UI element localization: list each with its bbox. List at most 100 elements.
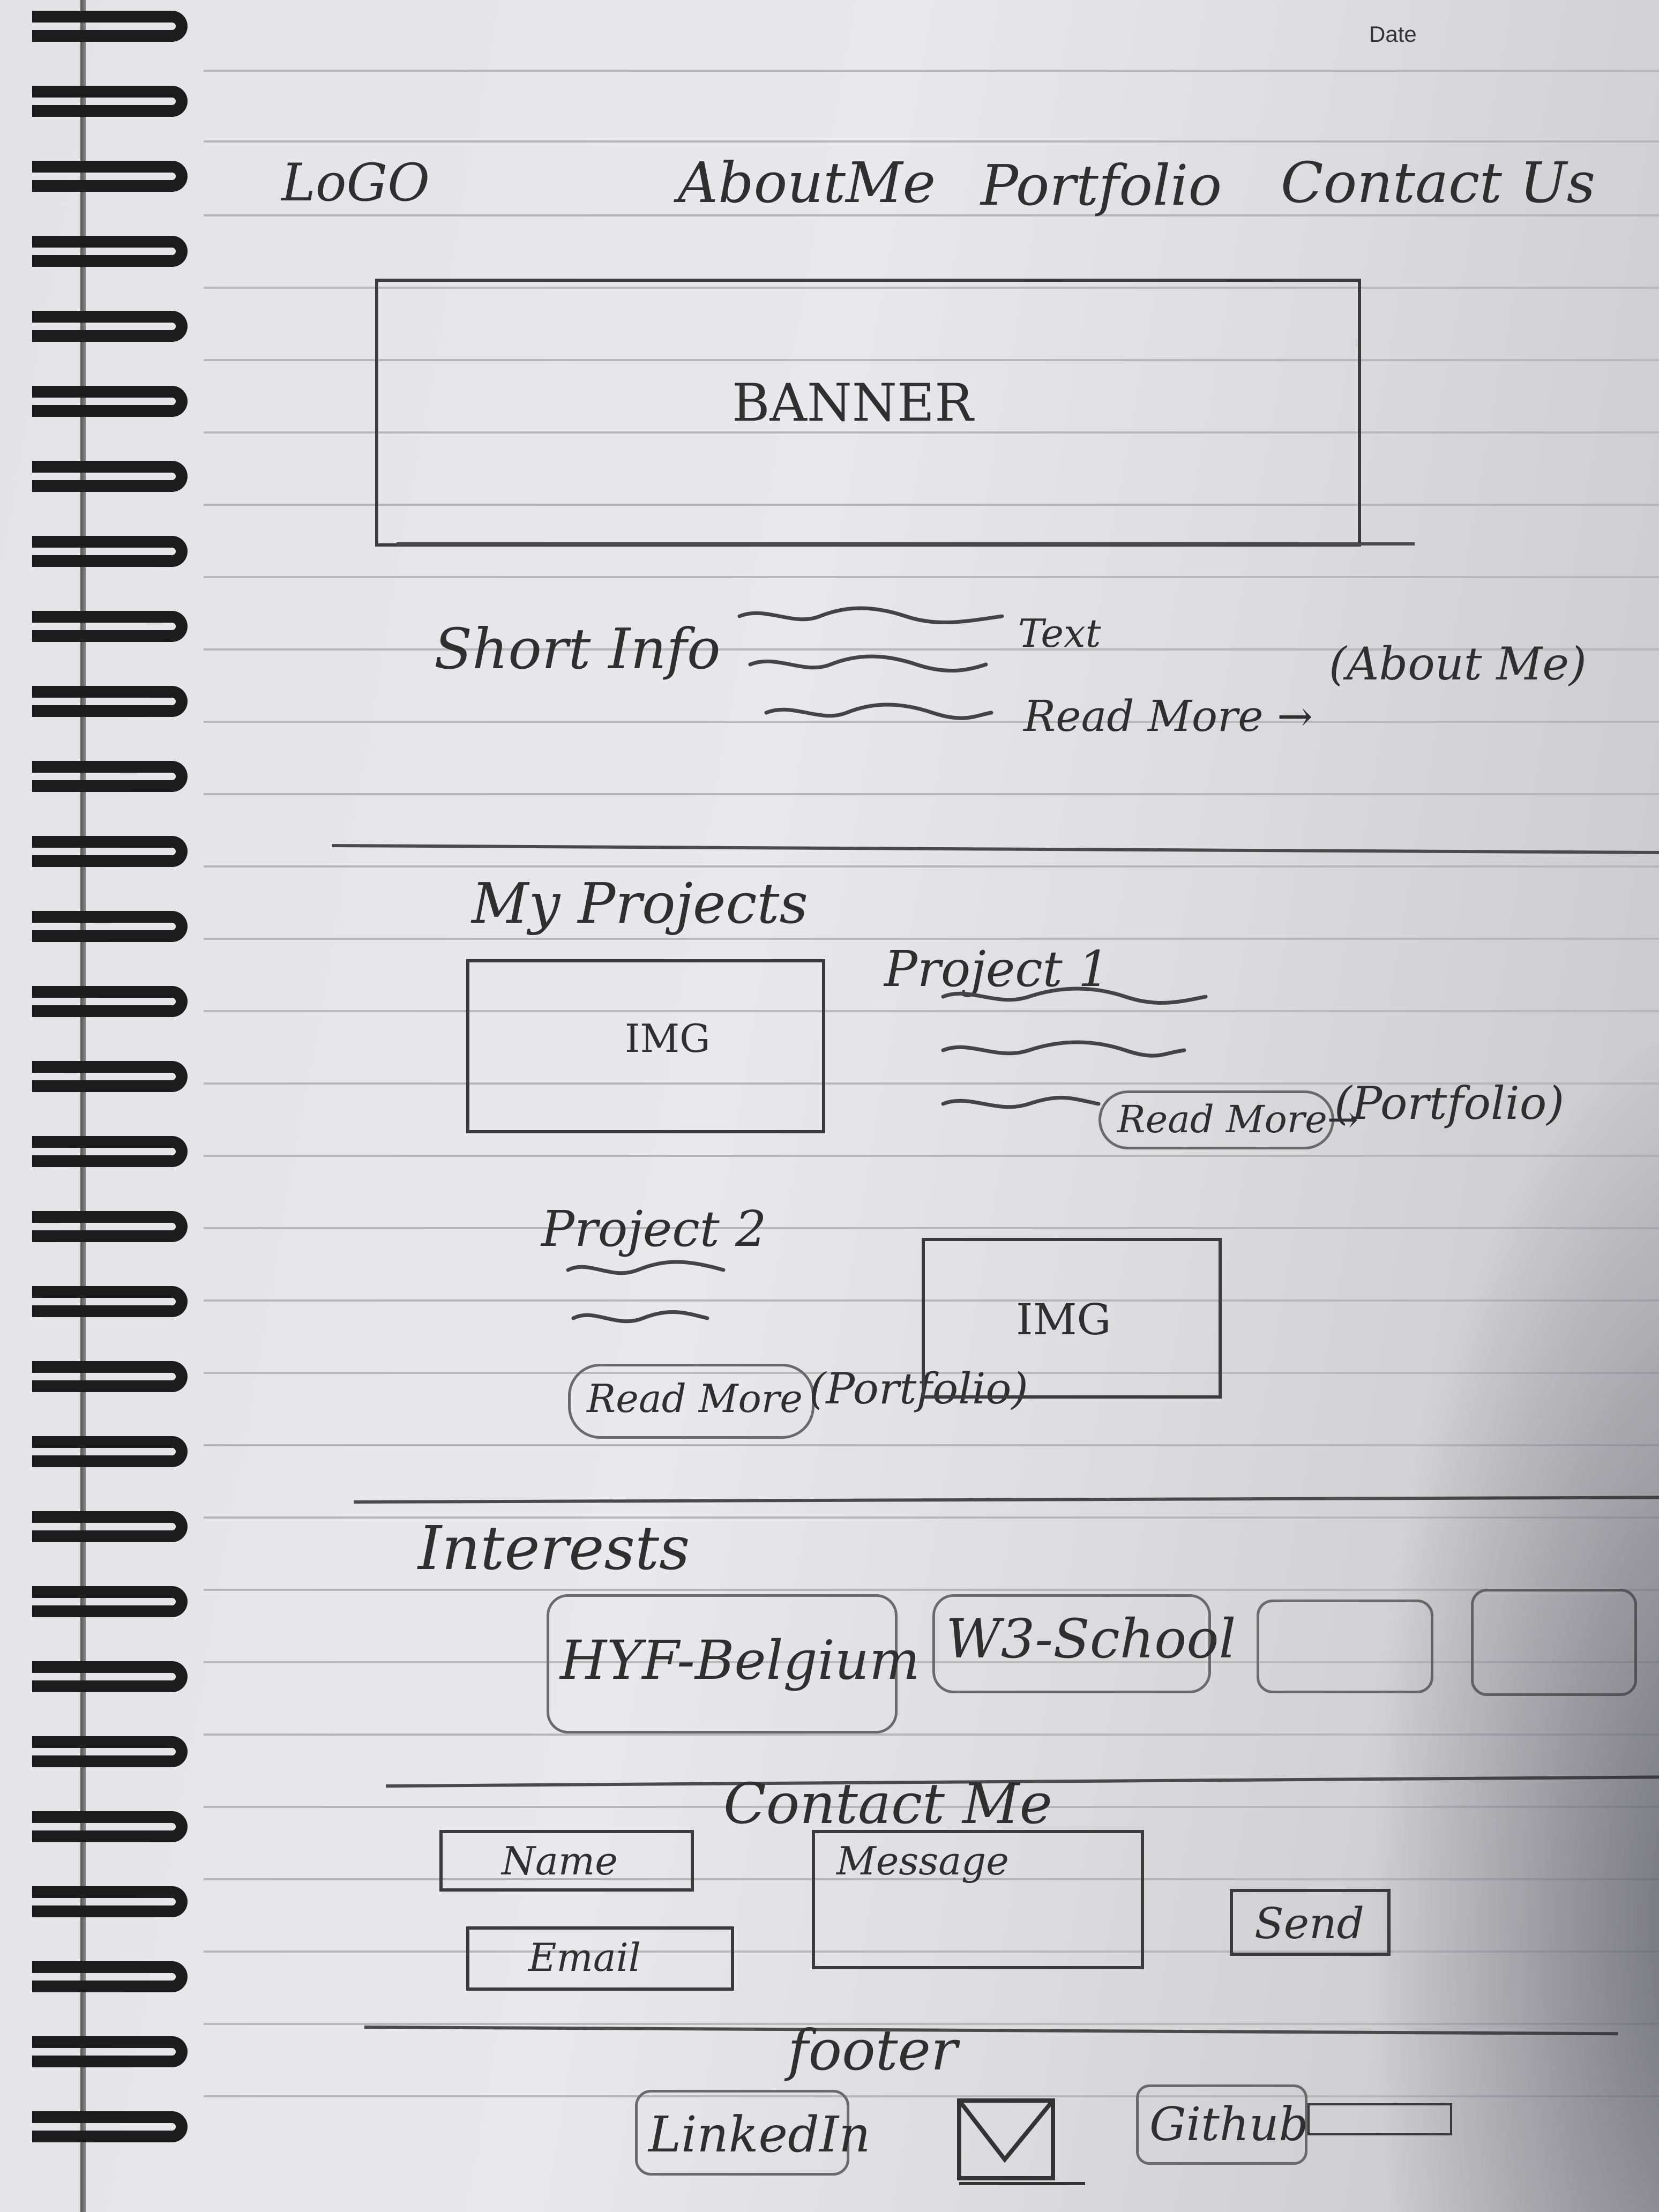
ruled-line: [204, 214, 1659, 216]
ruled-line: [204, 1082, 1659, 1085]
short-info-read-more-link[interactable]: Read More →: [1023, 691, 1313, 741]
interest-w3-school-button[interactable]: W3-School: [932, 1594, 1236, 1693]
spiral-ring: [32, 761, 188, 792]
spiral-ring: [32, 1811, 188, 1842]
footer-title: footer: [788, 2017, 958, 2083]
interest-placeholder-button[interactable]: [1257, 1600, 1433, 1693]
section-divider: [364, 2026, 1618, 2036]
message-field-placeholder: Message: [836, 1839, 1009, 1884]
send-button-label: Send: [1254, 1899, 1364, 1948]
ruled-line: [204, 793, 1659, 795]
project-1-read-more-button[interactable]: Read More→: [1098, 1090, 1358, 1149]
spiral-ring: [32, 536, 188, 567]
spiral-ring: [32, 836, 188, 867]
spiral-ring: [32, 1961, 188, 1992]
projects-title: My Projects: [472, 871, 808, 936]
spiral-ring: [32, 1361, 188, 1392]
ruled-line: [204, 1227, 1659, 1229]
ruled-line: [204, 1010, 1659, 1012]
spiral-ring: [32, 2036, 188, 2067]
ruled-line: [204, 1589, 1659, 1591]
spiral-ring: [32, 911, 188, 942]
ruled-line: [204, 2095, 1659, 2097]
send-button[interactable]: Send: [1230, 1889, 1391, 1956]
spiral-ring: [32, 386, 188, 417]
logo[interactable]: LoGO: [281, 153, 430, 213]
spiral-ring: [32, 1511, 188, 1542]
spiral-ring: [32, 1211, 188, 1242]
interest-hyf-belgium-button[interactable]: HYF-Belgium: [547, 1594, 920, 1733]
ruled-line: [204, 1878, 1659, 1880]
banner: BANNER: [375, 279, 1361, 547]
ruled-line: [204, 1661, 1659, 1663]
spiral-ring: [32, 1886, 188, 1917]
interest-hyf-belgium-label: HYF-Belgium: [560, 1629, 920, 1692]
spiral-ring: [32, 2111, 188, 2142]
banner-underline: [397, 542, 1415, 545]
interests-title: Interests: [418, 1514, 690, 1583]
ruled-line: [204, 504, 1659, 506]
message-field[interactable]: Message: [812, 1830, 1144, 1969]
spiral-ring: [32, 611, 188, 642]
spiral-ring: [32, 161, 188, 192]
linkedin-link[interactable]: LinkedIn: [635, 2090, 870, 2176]
project-1-image: IMG: [466, 959, 825, 1133]
margin-line: [80, 0, 86, 2212]
spiral-ring: [32, 1286, 188, 1317]
spiral-ring: [32, 1136, 188, 1167]
contact-title: Contact Me: [723, 1771, 1053, 1836]
project-2-image-label: IMG: [1016, 1295, 1111, 1344]
ruled-line: [204, 1299, 1659, 1302]
email-field[interactable]: Email: [466, 1926, 734, 1991]
spiral-ring: [32, 236, 188, 267]
project-2-read-more-label: Read More: [587, 1376, 803, 1421]
name-field-placeholder: Name: [502, 1839, 618, 1884]
nav-portfolio[interactable]: Portfolio: [981, 153, 1222, 218]
ruled-line: [204, 576, 1659, 578]
ruled-line: [204, 1516, 1659, 1519]
short-info-link-note: (About Me): [1329, 638, 1587, 690]
email-field-placeholder: Email: [528, 1935, 641, 1980]
project-2-text-scribble: [566, 1260, 726, 1324]
ruled-line: [204, 938, 1659, 940]
ruled-line: [204, 2023, 1659, 2025]
short-info-text-scribble: [737, 606, 1004, 720]
project-2-link-note: (Portfolio): [809, 1364, 1028, 1414]
github-link[interactable]: Github: [1136, 2084, 1309, 2165]
ruled-line: [204, 1155, 1659, 1157]
ruled-line: [204, 1951, 1659, 1953]
spiral-ring: [32, 11, 188, 42]
name-field[interactable]: Name: [439, 1830, 694, 1892]
spiral-ring: [32, 1736, 188, 1767]
footer-placeholder-box: [1307, 2103, 1452, 2135]
ruled-line: [204, 287, 1659, 289]
project-1-text-scribble: [941, 987, 1208, 1109]
banner-label: BANNER: [732, 373, 974, 433]
linkedin-label: LinkedIn: [648, 2106, 871, 2163]
ruled-line: [204, 1733, 1659, 1736]
ruled-line: [204, 359, 1659, 361]
project-2-title: Project 2: [541, 1200, 767, 1258]
interest-placeholder-button[interactable]: [1471, 1589, 1637, 1696]
spiral-ring: [32, 1661, 188, 1692]
ruled-line: [204, 865, 1659, 868]
section-divider: [332, 844, 1659, 854]
spiral-ring: [32, 461, 188, 492]
spiral-ring: [32, 86, 188, 117]
spiral-ring: [32, 986, 188, 1017]
project-1-image-label: IMG: [625, 1016, 711, 1061]
ruled-line: [204, 70, 1659, 72]
envelope-icon[interactable]: [954, 2095, 1088, 2189]
nav-contact-us[interactable]: Contact Us: [1281, 150, 1596, 215]
short-info-text-note: Text: [1018, 611, 1101, 656]
section-divider: [353, 1496, 1659, 1504]
spiral-ring: [32, 1061, 188, 1092]
ruled-line: [204, 1806, 1659, 1808]
interest-w3-school-label: W3-School: [946, 1608, 1236, 1670]
nav-about-me[interactable]: AboutMe: [678, 150, 936, 215]
ruled-line: [204, 1372, 1659, 1374]
ruled-line: [204, 648, 1659, 651]
spiral-ring: [32, 1586, 188, 1617]
project-2-read-more-button[interactable]: Read More: [568, 1364, 814, 1439]
